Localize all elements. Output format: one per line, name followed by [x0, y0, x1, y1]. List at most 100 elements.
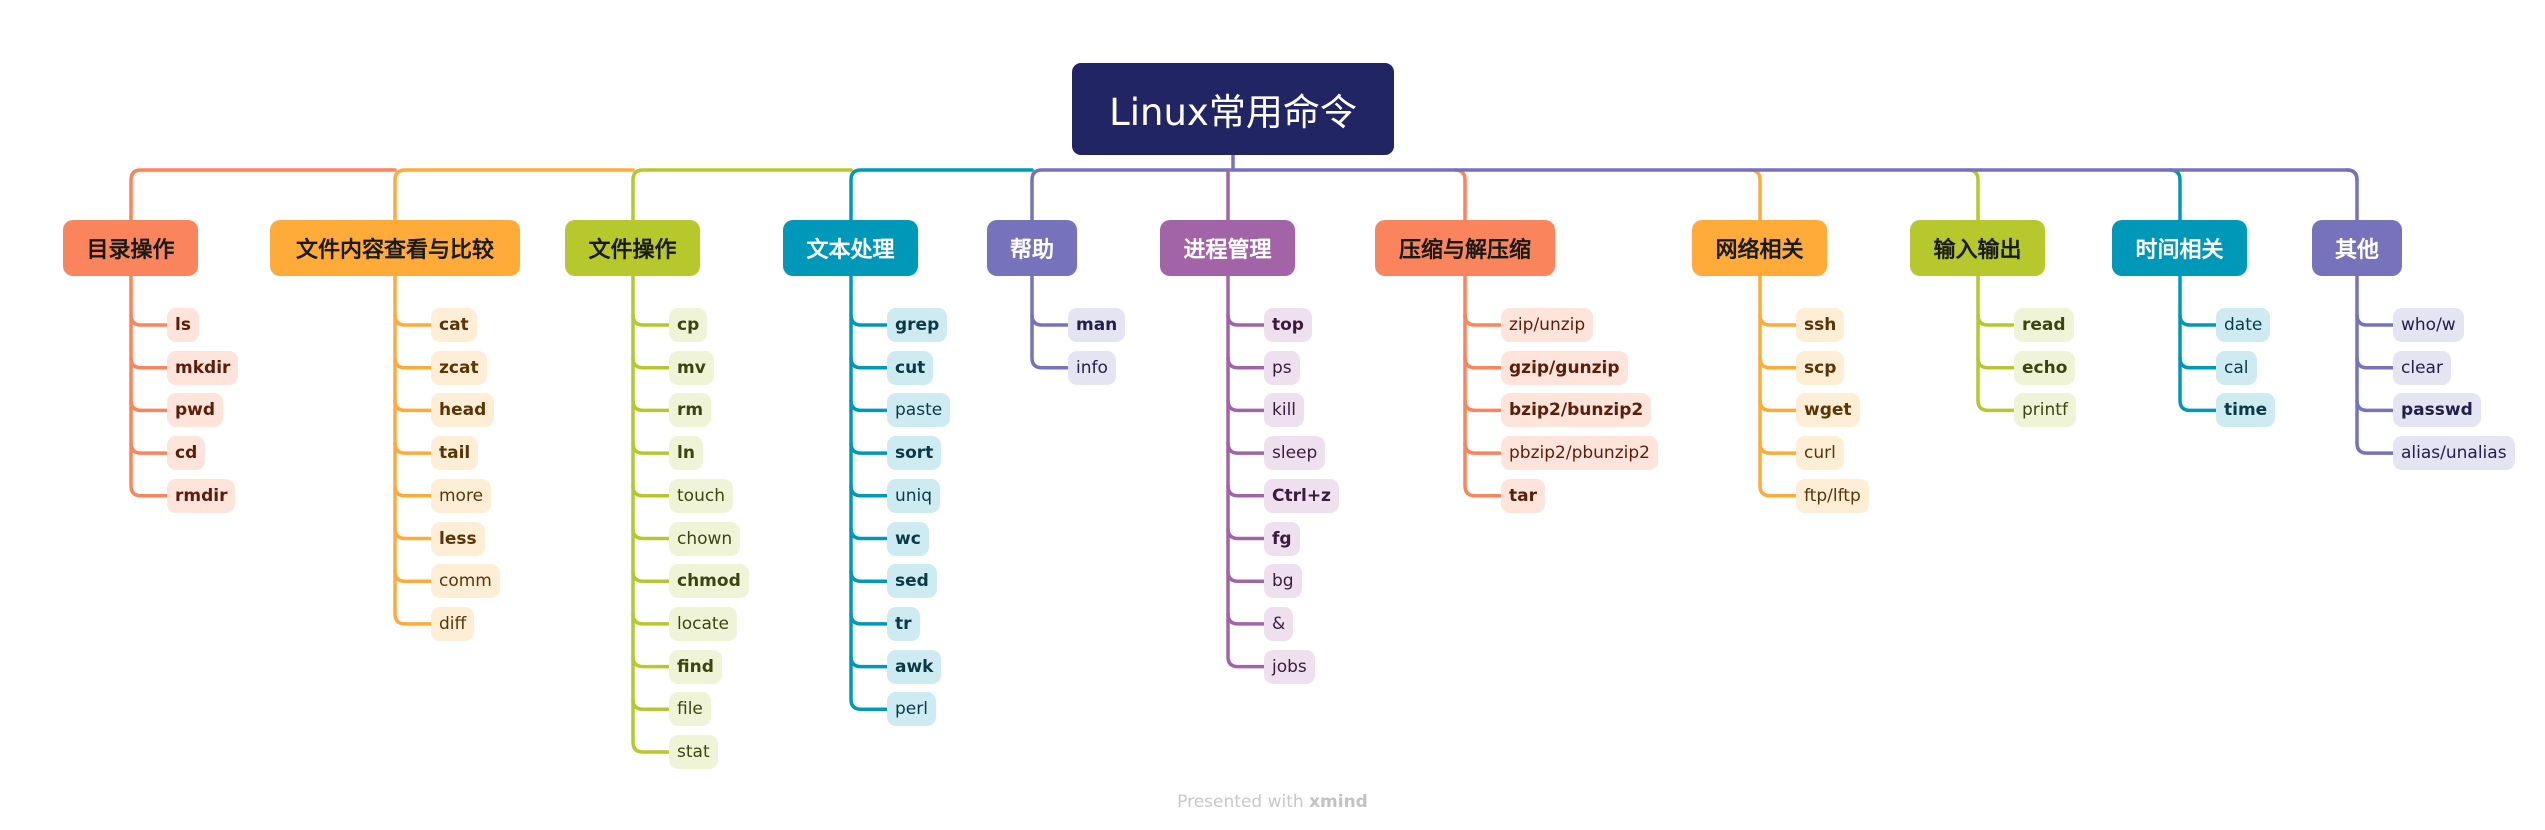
- command-leaf[interactable]: sleep: [1264, 436, 1326, 471]
- command-leaf[interactable]: fg: [1264, 521, 1300, 556]
- trunk-line: [1463, 274, 1503, 498]
- category-topic[interactable]: 时间相关: [2112, 220, 2247, 276]
- category-label: 目录操作: [86, 238, 175, 263]
- command-leaf[interactable]: Ctrl+z: [1264, 478, 1339, 513]
- category-topic[interactable]: 网络相关: [1692, 220, 1827, 276]
- command-leaf[interactable]: head: [431, 393, 495, 428]
- command-leaf[interactable]: alias/unalias: [2393, 436, 2515, 471]
- leaf-connector: [849, 526, 889, 541]
- command-leaf[interactable]: perl: [887, 692, 936, 727]
- command-leaf[interactable]: comm: [431, 564, 500, 599]
- command-leaf[interactable]: ln: [669, 436, 703, 471]
- trunk-line: [393, 274, 433, 626]
- command-leaf[interactable]: kill: [1264, 393, 1305, 428]
- leaf-connector: [1463, 398, 1503, 413]
- leaf-connector: [1758, 313, 1798, 327]
- category-topic[interactable]: 目录操作: [63, 220, 198, 276]
- leaf-connector: [2355, 398, 2395, 413]
- leaf-connector: [393, 526, 433, 541]
- command-leaf[interactable]: mv: [669, 350, 714, 385]
- command-leaf[interactable]: rmdir: [167, 478, 236, 513]
- command-leaf[interactable]: tr: [887, 606, 920, 641]
- leaf-connector: [2355, 355, 2395, 370]
- command-leaf[interactable]: gzip/gunzip: [1501, 350, 1628, 385]
- command-leaf[interactable]: jobs: [1264, 649, 1315, 684]
- category-topic[interactable]: 文件操作: [565, 220, 700, 276]
- leaf-connector: [1976, 313, 2016, 327]
- command-leaf[interactable]: ps: [1264, 350, 1300, 385]
- command-leaf[interactable]: stat: [669, 735, 718, 769]
- command-leaf[interactable]: who/w: [2393, 308, 2464, 342]
- command-leaf[interactable]: cut: [887, 350, 934, 385]
- branch-line: [1966, 168, 1980, 222]
- command-leaf[interactable]: &: [1264, 606, 1294, 641]
- command-leaf[interactable]: rm: [669, 393, 712, 428]
- category-topic[interactable]: 其他: [2312, 220, 2402, 276]
- command-leaf[interactable]: locate: [669, 606, 738, 641]
- command-leaf[interactable]: less: [431, 521, 485, 556]
- command-leaf[interactable]: curl: [1796, 436, 1844, 471]
- command-leaf[interactable]: wget: [1796, 393, 1860, 428]
- command-leaf[interactable]: printf: [2014, 393, 2076, 428]
- category-topic[interactable]: 文件内容查看与比较: [270, 220, 520, 276]
- command-leaf[interactable]: ls: [167, 308, 199, 342]
- command-leaf[interactable]: info: [1068, 350, 1116, 385]
- command-leaf[interactable]: tar: [1501, 478, 1545, 513]
- leaf-connector: [1226, 612, 1266, 626]
- command-leaf[interactable]: ssh: [1796, 308, 1845, 342]
- command-leaf[interactable]: find: [669, 649, 722, 684]
- command-leaf[interactable]: sort: [887, 436, 942, 471]
- leaf-connector: [1463, 313, 1503, 327]
- category-label: 帮助: [1009, 238, 1054, 263]
- category-topic[interactable]: 压缩与解压缩: [1375, 220, 1555, 276]
- command-leaf[interactable]: cp: [669, 308, 708, 342]
- command-leaf[interactable]: scp: [1796, 350, 1845, 385]
- command-leaf[interactable]: uniq: [887, 478, 941, 513]
- category-topic[interactable]: 文本处理: [783, 220, 918, 276]
- command-leaf[interactable]: grep: [887, 308, 948, 342]
- category-topic[interactable]: 进程管理: [1160, 220, 1295, 276]
- command-leaf[interactable]: cat: [431, 308, 477, 342]
- root-topic[interactable]: Linux常用命令: [1072, 63, 1394, 155]
- command-leaf[interactable]: pbzip2/pbunzip2: [1501, 436, 1658, 471]
- leaf-connector: [129, 398, 169, 413]
- leaf-connector: [1226, 355, 1266, 370]
- command-leaf[interactable]: awk: [887, 649, 942, 684]
- command-leaf[interactable]: zcat: [431, 350, 487, 385]
- command-leaf[interactable]: zip/unzip: [1501, 308, 1594, 342]
- leaf-connector: [849, 398, 889, 413]
- category-topic[interactable]: 输入输出: [1910, 220, 2045, 276]
- command-leaf[interactable]: echo: [2014, 350, 2076, 385]
- command-leaf[interactable]: ftp/lftp: [1796, 478, 1869, 513]
- command-leaf[interactable]: file: [669, 692, 711, 727]
- branch-line: [1453, 168, 1467, 222]
- command-leaf[interactable]: passwd: [2393, 393, 2481, 428]
- command-leaf[interactable]: chown: [669, 521, 741, 556]
- command-leaf[interactable]: cd: [167, 436, 206, 471]
- command-leaf[interactable]: touch: [669, 478, 733, 513]
- command-leaf[interactable]: read: [2014, 308, 2074, 342]
- leaf-connector: [2178, 313, 2218, 327]
- command-leaf[interactable]: man: [1068, 308, 1126, 342]
- command-leaf[interactable]: chmod: [669, 564, 749, 599]
- command-leaf[interactable]: tail: [431, 436, 479, 471]
- command-leaf[interactable]: clear: [2393, 350, 2451, 385]
- leaf-connector: [849, 313, 889, 327]
- command-leaf[interactable]: paste: [887, 393, 951, 428]
- command-leaf[interactable]: more: [431, 478, 492, 513]
- command-leaf[interactable]: diff: [431, 606, 475, 641]
- command-leaf[interactable]: mkdir: [167, 350, 239, 385]
- command-leaf[interactable]: time: [2216, 393, 2276, 428]
- command-leaf[interactable]: wc: [887, 521, 929, 556]
- command-leaf[interactable]: pwd: [167, 393, 224, 428]
- category-topic[interactable]: 帮助: [987, 220, 1077, 276]
- command-leaf[interactable]: bg: [1264, 564, 1302, 599]
- command-leaf[interactable]: bzip2/bunzip2: [1501, 393, 1652, 428]
- leaf-connector: [1226, 484, 1266, 498]
- branch-line: [1748, 168, 1762, 222]
- command-leaf[interactable]: sed: [887, 564, 937, 599]
- command-leaf[interactable]: cal: [2216, 350, 2257, 385]
- command-leaf[interactable]: date: [2216, 308, 2271, 342]
- leaf-connector: [129, 441, 169, 455]
- command-leaf[interactable]: top: [1264, 308, 1312, 342]
